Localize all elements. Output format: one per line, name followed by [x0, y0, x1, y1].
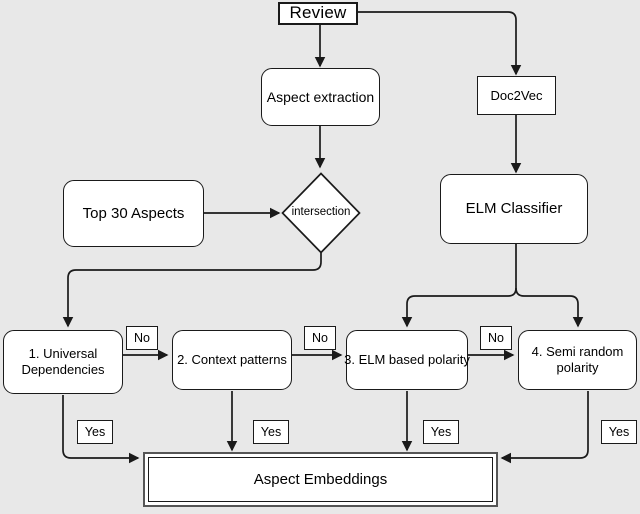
node-intersection[interactable] — [281, 172, 361, 254]
node-elm-classifier-label: ELM Classifier — [465, 200, 563, 217]
diamond-shape — [281, 172, 361, 254]
node-step-2-label: 2. Context patterns — [177, 352, 287, 368]
edge-label-no-3: No — [480, 326, 512, 350]
node-review[interactable]: Review — [278, 2, 358, 25]
node-top-30-aspects[interactable]: Top 30 Aspects — [63, 180, 204, 247]
edge-label-yes-2: Yes — [253, 420, 289, 444]
node-step-4-label-line2: polarity — [556, 360, 599, 375]
edge-label-yes-2-text: Yes — [260, 425, 282, 439]
node-step-1-label-line2: Dependencies — [21, 362, 105, 377]
edge-label-no-1-text: No — [134, 331, 150, 345]
node-step-1-universal-dependencies[interactable]: 1. Universal Dependencies — [3, 330, 123, 394]
node-step-3-elm-based-polarity[interactable]: 3. ELM based polarity — [344, 330, 470, 390]
edge-label-yes-3-text: Yes — [430, 425, 452, 439]
node-aspect-extraction[interactable]: Aspect extraction — [261, 68, 380, 126]
node-intersection-label: intersection — [291, 206, 351, 218]
edge-label-yes-4-text: Yes — [608, 425, 630, 439]
edge-label-no-1: No — [126, 326, 158, 350]
edge-label-no-3-text: No — [488, 331, 504, 345]
node-doc2vec-label: Doc2Vec — [490, 87, 543, 103]
edge-label-yes-1-text: Yes — [84, 425, 106, 439]
node-step-4-label-line1: 4. Semi random — [531, 344, 624, 360]
edge-label-no-2: No — [304, 326, 336, 350]
edge-label-yes-4: Yes — [601, 420, 637, 444]
node-aspect-embeddings-inner: Aspect Embeddings — [148, 457, 493, 502]
node-review-label: Review — [289, 3, 347, 23]
edge-label-yes-1: Yes — [77, 420, 113, 444]
edge-label-yes-3: Yes — [423, 420, 459, 444]
node-elm-classifier[interactable]: ELM Classifier — [440, 174, 588, 244]
edge-label-no-2-text: No — [312, 331, 328, 345]
node-doc2vec[interactable]: Doc2Vec — [477, 76, 556, 115]
node-top-30-aspects-label: Top 30 Aspects — [82, 204, 185, 222]
node-step-1-label-line1: 1. Universal — [28, 346, 98, 362]
node-step-4-semi-random-polarity[interactable]: 4. Semi random polarity — [518, 330, 637, 390]
node-step-2-context-patterns[interactable]: 2. Context patterns — [172, 330, 292, 390]
node-aspect-embeddings[interactable]: Aspect Embeddings — [143, 452, 498, 507]
node-step-3-label: 3. ELM based polarity — [344, 352, 470, 368]
node-aspect-embeddings-label: Aspect Embeddings — [253, 471, 388, 488]
node-aspect-extraction-label: Aspect extraction — [266, 88, 375, 105]
